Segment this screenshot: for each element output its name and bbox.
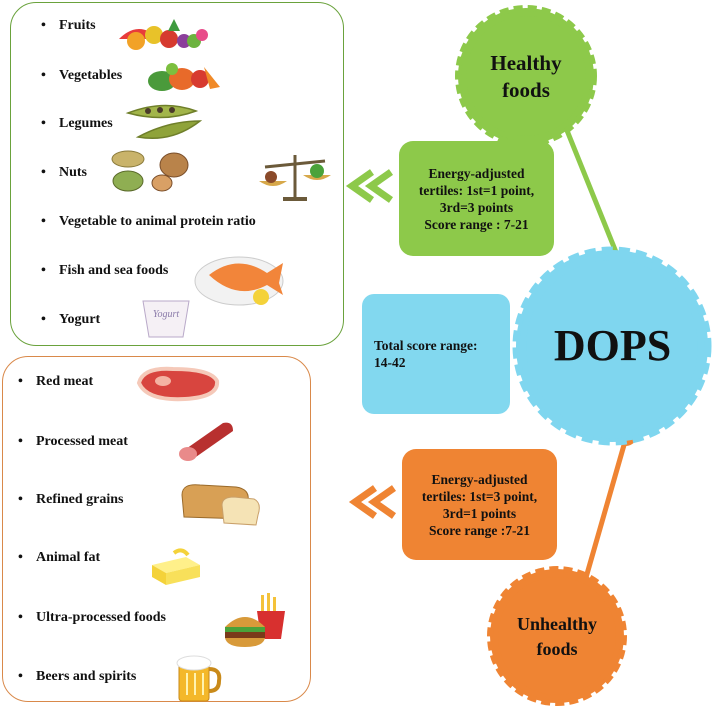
fruits-icon (119, 19, 208, 50)
healthy-scoring-line: tertiles: 1st=1 point, (418, 182, 535, 198)
list-item: •Nuts (41, 165, 88, 180)
unhealthy-scoring-line: 3rd=1 points (442, 505, 517, 521)
yogurt-label: Yogurt (153, 309, 180, 320)
total-score-box: Total score range: 14-42 (362, 294, 510, 414)
nuts-icon (111, 150, 189, 192)
list-item: •Beers and spirits (18, 669, 137, 684)
unhealthy-connector (580, 437, 629, 589)
vegetables-icon (148, 63, 220, 91)
butter-icon (152, 548, 200, 585)
list-item: •Fish and sea foods (41, 263, 169, 278)
list-item: •Ultra-processed foods (18, 610, 167, 625)
fish-icon (194, 256, 284, 306)
list-item: •Vegetable to animal protein ratio (41, 214, 256, 229)
list-item: •Animal fat (18, 550, 101, 565)
unhealthy-scoring-line: Energy-adjusted (431, 471, 528, 487)
list-item: •Processed meat (18, 434, 128, 449)
healthy-scoring-box: Energy-adjusted tertiles: 1st=1 point, 3… (399, 141, 554, 256)
legumes-icon (125, 104, 203, 140)
red-meat-icon (136, 366, 220, 402)
unhealthy-foods-title: Unhealthy foods (516, 614, 597, 659)
list-item: •Fruits (41, 18, 96, 33)
healthy-connector (563, 127, 623, 263)
unhealthy-scoring-line: Score range :7-21 (429, 522, 530, 538)
healthy-foods-panel: •Fruits •Vegetables •Legumes •Nuts •Vege… (10, 2, 344, 346)
healthy-circle-inner (466, 16, 586, 136)
total-score-label: Total score range: (374, 338, 478, 353)
unhealthy-foods-panel: •Red meat •Processed meat •Refined grain… (2, 356, 311, 702)
total-score-range: 14-42 (374, 355, 406, 370)
list-item: •Refined grains (18, 492, 124, 507)
dops-circle-inner (526, 260, 698, 432)
list-item: •Red meat (18, 374, 94, 389)
healthy-scoring-line: 3rd=3 points (439, 199, 514, 215)
unhealthy-scoring-box: Energy-adjusted tertiles: 1st=3 point, 3… (402, 449, 557, 560)
processed-meat-icon (179, 422, 233, 461)
beer-icon (176, 655, 222, 702)
list-item: •Vegetables (41, 68, 123, 83)
unhealthy-chevron-icon (348, 485, 397, 519)
dops-title: DOPS (553, 320, 672, 370)
list-item: •Yogurt (41, 312, 101, 327)
healthy-foods-title: Healthy foods (490, 51, 562, 102)
healthy-scoring-line: Score range : 7-21 (424, 216, 529, 232)
bread-icon (181, 484, 260, 526)
fast-food-icon (225, 593, 285, 647)
balance-scale-icon (259, 155, 331, 201)
healthy-chevron-icon (345, 169, 394, 203)
list-item: •Legumes (41, 116, 113, 131)
unhealthy-circle-inner (498, 577, 616, 695)
healthy-scoring-line: Energy-adjusted (428, 165, 525, 181)
unhealthy-scoring-line: tertiles: 1st=3 point, (421, 488, 538, 504)
yogurt-icon: Yogurt (142, 300, 190, 338)
